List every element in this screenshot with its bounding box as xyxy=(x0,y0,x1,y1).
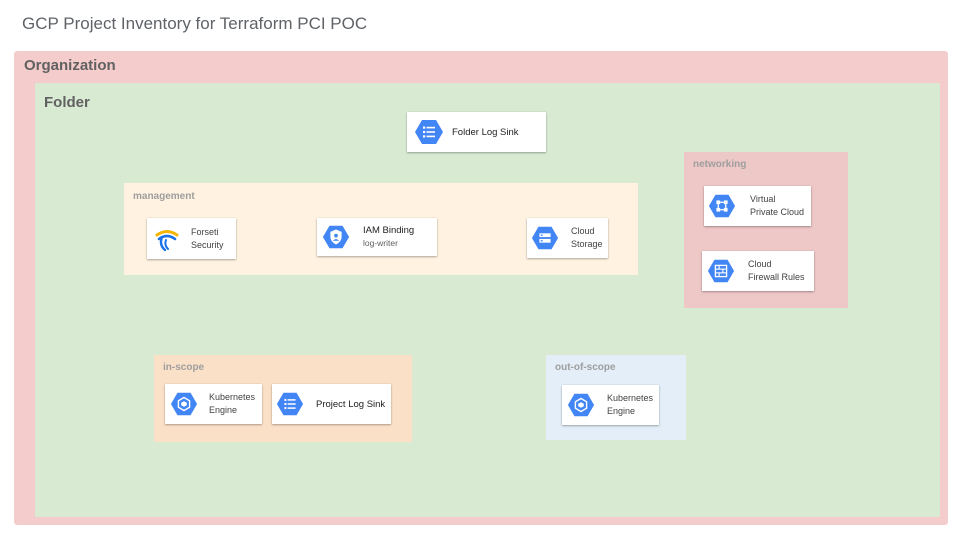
iam-shield-icon xyxy=(318,223,354,251)
log-sink-icon xyxy=(272,390,308,418)
folder-log-sink-label: Folder Log Sink xyxy=(452,126,519,138)
log-sink-icon xyxy=(409,117,449,147)
out-of-scope-kubernetes-card[interactable]: Kubernetes Engine xyxy=(562,385,659,425)
firewall-line1: Cloud xyxy=(748,259,772,269)
project-log-sink-card[interactable]: Project Log Sink xyxy=(272,384,391,424)
forseti-line1: Forseti xyxy=(191,226,219,237)
forseti-icon xyxy=(147,225,187,253)
cloud-storage-card[interactable]: Cloud Storage xyxy=(527,218,608,258)
in-scope-kubernetes-line2: Engine xyxy=(209,405,238,415)
page-title: GCP Project Inventory for Terraform PCI … xyxy=(22,14,368,33)
iam-binding-card[interactable]: IAM Binding log-writer xyxy=(317,218,437,256)
out-of-scope-kubernetes-line2: Engine xyxy=(607,406,636,416)
out-of-scope-kubernetes-line1: Kubernetes xyxy=(607,393,654,403)
forseti-line2: Security xyxy=(191,239,224,250)
in-scope-group-label: in-scope xyxy=(163,362,205,373)
iam-binding-line2: log-writer xyxy=(363,238,398,248)
forseti-security-card[interactable]: Forseti Security xyxy=(147,218,236,259)
kubernetes-engine-icon xyxy=(562,391,600,419)
project-log-sink-label: Project Log Sink xyxy=(316,398,386,410)
vpc-icon xyxy=(704,192,740,220)
iam-binding-line1: IAM Binding xyxy=(363,225,415,236)
vpc-line1: Virtual xyxy=(750,194,776,204)
in-scope-kubernetes-line1: Kubernetes xyxy=(209,392,256,402)
cloud-storage-line2: Storage xyxy=(571,239,603,249)
networking-group-label: networking xyxy=(693,159,747,170)
folder-log-sink-card[interactable]: Folder Log Sink xyxy=(407,112,546,152)
management-group-label: management xyxy=(133,191,195,202)
in-scope-kubernetes-card[interactable]: Kubernetes Engine xyxy=(165,384,262,424)
firewall-rules-card[interactable]: Cloud Firewall Rules xyxy=(702,251,814,291)
firewall-line2: Firewall Rules xyxy=(748,272,805,282)
cloud-storage-icon xyxy=(527,224,563,252)
cloud-storage-line1: Cloud xyxy=(571,226,595,236)
firewall-icon xyxy=(703,257,739,285)
out-of-scope-group-label: out-of-scope xyxy=(555,362,616,373)
kubernetes-engine-icon xyxy=(165,390,203,418)
vpc-card[interactable]: Virtual Private Cloud xyxy=(704,186,811,226)
organization-label: Organization xyxy=(24,57,116,74)
folder-label: Folder xyxy=(44,94,90,111)
vpc-line2: Private Cloud xyxy=(750,207,805,217)
